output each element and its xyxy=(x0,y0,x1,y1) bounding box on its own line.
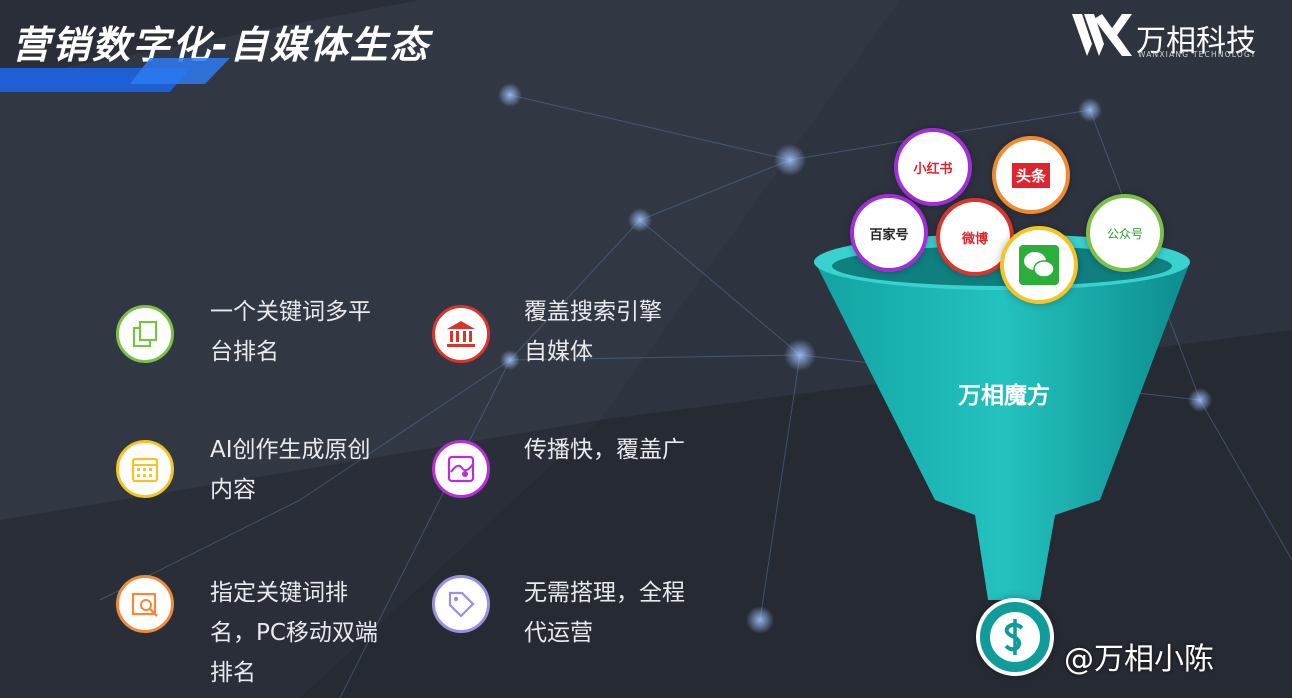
feature-icon-circle xyxy=(432,575,490,633)
logo-subtitle: WANXIANG TECHNOLOGY xyxy=(1138,50,1257,59)
feature-text: 一个关键词多平台排名 xyxy=(210,299,371,365)
calendar-icon xyxy=(131,457,159,483)
copy-icon xyxy=(132,320,158,348)
feature-icon-circle xyxy=(116,575,174,633)
wx-logo-icon xyxy=(1072,14,1132,56)
logo-name: 万相科技 xyxy=(1136,24,1256,59)
wechat-icon xyxy=(1000,226,1078,304)
feature-text: 覆盖搜索引擎自媒体 xyxy=(524,299,662,365)
map-icon xyxy=(447,455,475,483)
image-search-icon xyxy=(131,592,158,617)
toutiao-icon: 头条 xyxy=(992,136,1070,214)
feature-icon-circle xyxy=(116,305,174,363)
tag-icon xyxy=(448,591,475,618)
feature-text: AI创作生成原创内容 xyxy=(210,437,371,503)
baijiahao-icon: 百家号 xyxy=(850,194,928,272)
bank-icon xyxy=(447,321,475,347)
title-underline-decoration xyxy=(0,58,230,92)
feature-text: 传播快，覆盖广 xyxy=(524,437,685,463)
feature-icon-circle xyxy=(432,440,490,498)
watermark: @万相小陈 xyxy=(1064,642,1214,677)
company-logo: 万相科技 WANXIANG TECHNOLOGY xyxy=(1072,14,1272,64)
feature-icon-circle xyxy=(432,305,490,363)
xiaohongshu-icon: 小红书 xyxy=(894,128,972,206)
funnel-label: 万相魔方 xyxy=(958,383,1050,409)
feature-icon-circle xyxy=(116,440,174,498)
dollar-icon xyxy=(976,598,1054,676)
feature-text: 指定关键词排名，PC移动双端排名 xyxy=(210,580,378,686)
feature-text: 无需搭理，全程代运营 xyxy=(524,580,685,646)
gongzhonghao-icon: 公众号 xyxy=(1086,194,1164,272)
